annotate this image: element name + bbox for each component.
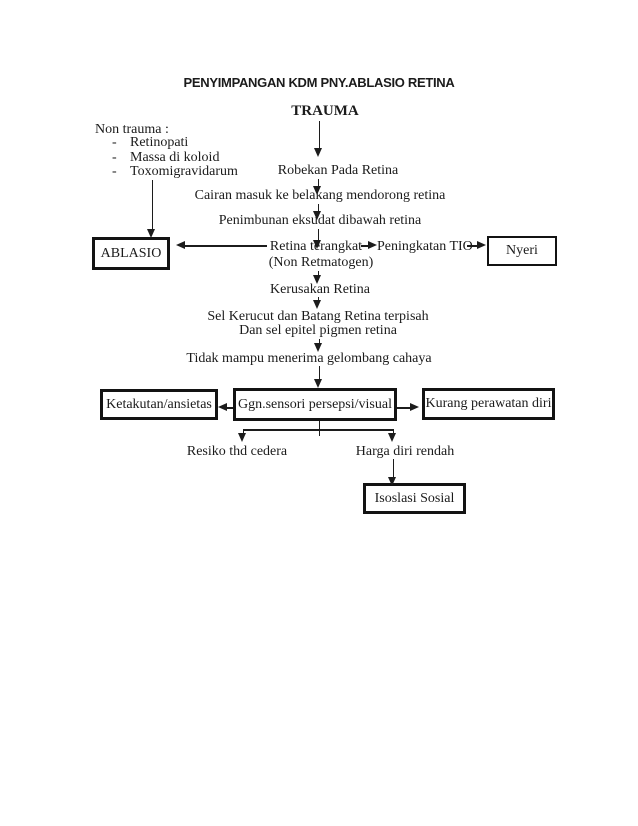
node-harga-diri: Harga diri rendah <box>355 444 455 459</box>
arrow-ggn-split-bar <box>243 429 393 431</box>
arrow-cairan-penimbunan-head <box>313 211 321 220</box>
arrow-ggn-ketakutan-head <box>218 403 227 411</box>
arrow-terangkat-ablasio-line <box>185 245 267 247</box>
arrow-ggn-kurang-head <box>410 403 419 411</box>
arrow-hargadiri-isolasi-line <box>392 459 394 477</box>
bullet-dash: - <box>112 164 117 179</box>
list-item-label: Toxomigravidarum <box>130 164 238 179</box>
arrow-tidakmampu-ggn-line <box>318 366 320 379</box>
node-kerusakan: Kerusakan Retina <box>270 282 370 297</box>
node-sel-kerucut-line2: Dan sel epitel pigmen retina <box>239 323 397 338</box>
node-peningkatan-tio: Peningkatan TIO <box>377 239 473 254</box>
arrow-split-hargadiri-head <box>388 433 396 442</box>
node-sel-kerucut-line1: Sel Kerucut dan Batang Retina terpisah <box>207 309 429 324</box>
arrow-terangkat-tio-line <box>361 245 368 247</box>
node-penimbunan: Penimbunan eksudat dibawah retina <box>218 213 422 228</box>
list-item-label: Massa di koloid <box>130 149 220 165</box>
arrow-terangkat-kerusakan-line <box>317 271 319 275</box>
arrow-ggn-ketakutan-line <box>227 407 233 409</box>
arrow-tidakmampu-ggn-head <box>314 379 322 388</box>
arrow-tio-nyeri-line <box>467 245 477 247</box>
list-item: -Massa di koloid <box>112 150 238 165</box>
non-trauma-list: -Retinopati -Massa di koloid -Toxomigrav… <box>112 135 238 179</box>
arrow-split-hargadiri-line <box>392 429 394 433</box>
arrow-selkerucut-tidakmampu-line <box>318 339 320 343</box>
arrow-ggn-split-stem <box>318 421 320 436</box>
node-nyeri-box: Nyeri <box>487 236 557 266</box>
node-isolasi-label: Isoslasi Sosial <box>374 490 455 506</box>
node-ketakutan-label: Ketakutan/ansietas <box>106 396 212 412</box>
arrow-robekan-cairan-line <box>317 179 319 186</box>
arrow-trauma-robekan-line <box>318 121 320 148</box>
arrow-nontrauma-ablasio-line <box>151 180 153 229</box>
node-nyeri-label: Nyeri <box>506 243 538 258</box>
bullet-dash: - <box>112 149 117 165</box>
arrow-penimbunan-terangkat-head <box>313 240 321 249</box>
arrow-kerusakan-selkerucut-head <box>313 300 321 309</box>
arrow-hargadiri-isolasi-head <box>388 477 396 486</box>
arrow-penimbunan-terangkat-line <box>317 229 319 240</box>
list-item-label: Retinopati <box>130 135 189 150</box>
page-title: PENYIMPANGAN KDM PNY.ABLASIO RETINA <box>183 75 455 90</box>
arrow-terangkat-kerusakan-head <box>313 275 321 284</box>
arrow-terangkat-ablasio-head <box>176 241 185 249</box>
list-item: -Retinopati <box>112 135 238 150</box>
arrow-split-resiko-line <box>242 429 244 433</box>
node-cairan: Cairan masuk ke belakang mendorong retin… <box>194 188 446 203</box>
bullet-dash: - <box>112 135 117 150</box>
node-resiko: Resiko thd cedera <box>186 444 288 459</box>
node-ggn-sensori-label: Ggn.sensori persepsi/visual <box>238 396 392 412</box>
node-isolasi-box: Isoslasi Sosial <box>363 483 466 514</box>
node-kurang-perawatan-box: Kurang perawatan diri <box>422 388 555 420</box>
arrow-nontrauma-ablasio-head <box>147 229 155 238</box>
node-trauma: TRAUMA <box>291 103 359 119</box>
arrow-selkerucut-tidakmampu-head <box>314 343 322 352</box>
node-ablasio-box: ABLASIO <box>92 237 170 270</box>
arrow-tio-nyeri-head <box>477 241 486 249</box>
node-ablasio-label: ABLASIO <box>100 245 162 261</box>
arrow-split-resiko-head <box>238 433 246 442</box>
node-tidak-mampu: Tidak mampu menerima gelombang cahaya <box>186 351 432 366</box>
arrow-ggn-kurang-line <box>397 407 410 409</box>
non-trauma-heading: Non trauma : <box>95 122 169 137</box>
arrow-terangkat-tio-head <box>368 241 377 249</box>
node-ketakutan-box: Ketakutan/ansietas <box>100 389 218 420</box>
arrow-trauma-robekan-head <box>314 148 322 157</box>
node-kurang-perawatan-label: Kurang perawatan diri <box>425 396 552 411</box>
list-item: -Toxomigravidarum <box>112 164 238 179</box>
node-retina-terangkat-sub: (Non Retmatogen) <box>268 255 374 270</box>
node-ggn-sensori-box: Ggn.sensori persepsi/visual <box>233 388 397 421</box>
node-robekan: Robekan Pada Retina <box>277 163 399 178</box>
arrow-cairan-penimbunan-line <box>317 204 319 211</box>
arrow-kerusakan-selkerucut-line <box>317 297 319 300</box>
arrow-robekan-cairan-head <box>313 186 321 195</box>
